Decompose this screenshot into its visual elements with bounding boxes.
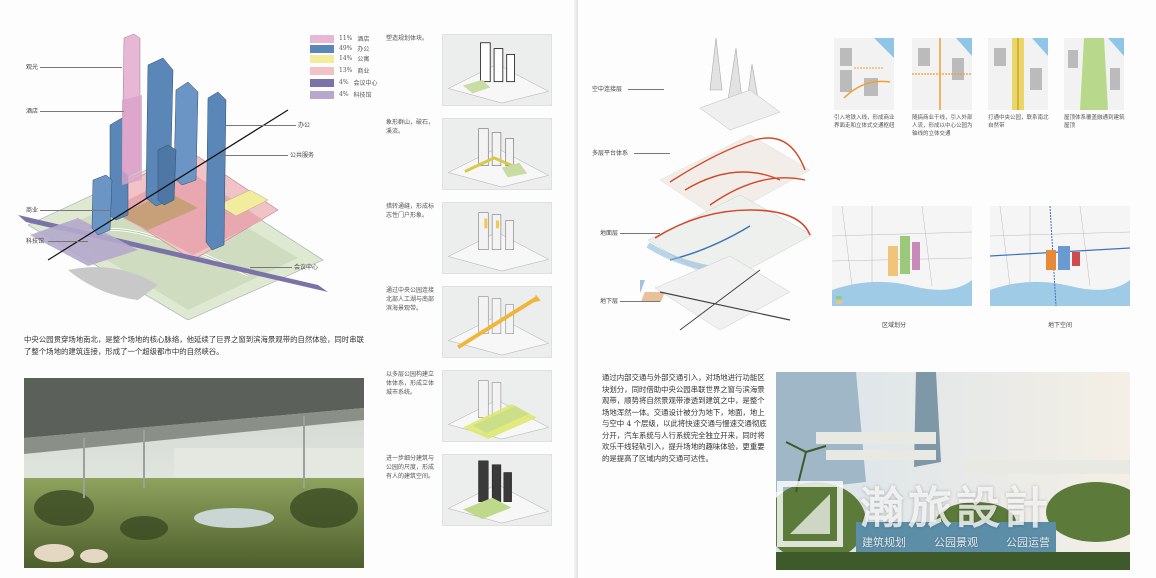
legend-row-hotel: 11%酒店	[310, 34, 369, 43]
park-rendering	[24, 378, 364, 568]
waterfront-rendering	[776, 372, 1130, 570]
legend-row-retail: 13%商业	[310, 66, 369, 75]
legend-row-apartment: 14%公寓	[310, 54, 369, 63]
legend-row-office: 49%办公	[310, 44, 369, 53]
step-card-4	[442, 286, 552, 358]
callout-tower: 观光	[26, 64, 39, 71]
layer-label-ground: 地面层	[600, 230, 619, 237]
left-paragraph: 中央公园贯穿场地南北，是整个场地的核心脉络，他延续了巨界之窗到滨海景观带的自然体…	[24, 335, 364, 356]
right-paragraph: 通过内部交通与外部交通引入，对场地进行功能区块划分，同时借助中央公园串联世界之窗…	[602, 373, 767, 463]
callout-office: 办公	[298, 122, 311, 129]
callout-retail: 商业	[26, 207, 39, 214]
layer-label-sky: 空中连接层	[592, 86, 623, 93]
callout-conference: 会议中心	[294, 264, 319, 271]
step-card-2	[442, 118, 552, 190]
callout-hotel: 酒店	[26, 108, 39, 115]
layer-label-underground: 地下层	[600, 298, 619, 305]
step-note-4: 通过中央公园连接北部人工湖与南部滨海景观带。	[386, 287, 435, 312]
watermark-title: 瀚旅設計	[860, 483, 1052, 534]
thumb-note-2: 随搞商业干线，引入外部人流，形成以中心公园为轴线的立体交通	[912, 115, 973, 137]
traffic-thumb-2	[912, 38, 972, 110]
thumb-note-4: 屋顶体系覆盖融通到建筑屋顶	[1064, 115, 1125, 129]
callout-public: 公共服务	[290, 152, 315, 159]
traffic-thumb-4	[1064, 38, 1124, 110]
layers-exploded-diagram	[640, 37, 813, 331]
step-note-2: 象形群山，破石，溪流。	[386, 119, 435, 135]
watermark-subtitle: 建筑规划 公园景观 公园运营	[862, 536, 1050, 549]
step-note-1: 塑造规划体块。	[386, 35, 429, 42]
massing-axonometric	[18, 33, 328, 320]
map-label-underground: 地下空间	[1048, 322, 1073, 329]
thumb-note-3: 打通中央公园，联系南北自然带	[988, 115, 1049, 129]
step-card-5	[442, 370, 552, 442]
step-card-3	[442, 202, 552, 274]
thumb-note-1: 引入地铁入线，形成商业界面走和立体式交通枢纽	[834, 115, 895, 129]
underground-map	[990, 206, 1130, 306]
step-note-3: 措转通缝，形成标志性门户形象。	[386, 203, 435, 219]
zoning-map	[832, 206, 972, 306]
step-card-1	[442, 34, 552, 106]
step-card-6	[442, 454, 552, 526]
right-page: 空中连接层 多层平台体系 地面层 地下层 通过内部交通与外部交通引入，对场地进行…	[578, 0, 1156, 578]
left-page: 11%酒店 49%办公 14%公寓 13%商业 4%会议中心 4%科技馆 观光 …	[18, 33, 552, 568]
traffic-thumb-3	[988, 38, 1048, 110]
legend-row-science: 4%科技馆	[310, 90, 372, 99]
traffic-thumb-1	[834, 38, 894, 110]
callout-science: 科技馆	[26, 238, 45, 245]
step-note-5: 以多层公园构建立体体系，形成立体城市系统。	[386, 371, 435, 396]
watermark-logo-icon	[777, 481, 843, 547]
layer-label-platform: 多层平台体系	[592, 150, 629, 157]
map-label-zoning: 区域划分	[882, 322, 907, 329]
watermark: 瀚旅設計 建筑规划 公园景观 公园运营	[770, 468, 1090, 564]
legend-row-conference: 4%会议中心	[310, 78, 378, 87]
step-note-6: 进一步细分建筑与公园的尺度，形成有人的建筑空间。	[386, 455, 435, 480]
